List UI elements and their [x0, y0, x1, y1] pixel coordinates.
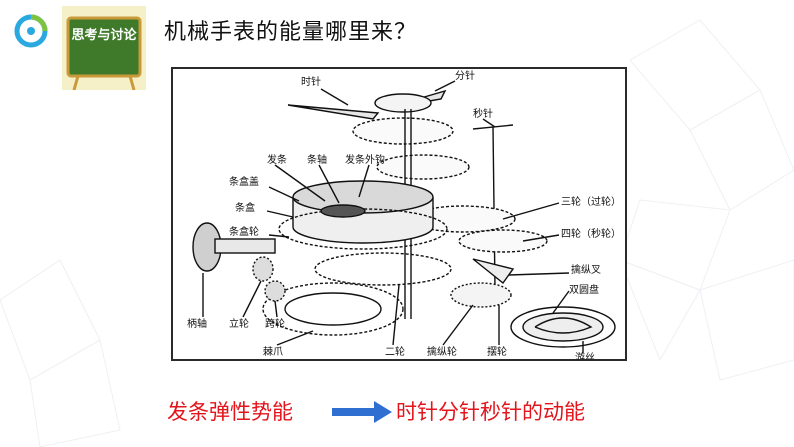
label-pallet-fork: 擒纵叉: [571, 263, 601, 276]
label-click: 棘爪: [263, 346, 283, 358]
label-barrel: 条盒: [235, 201, 255, 214]
label-hour-hand: 时针: [301, 75, 321, 88]
label-hairspring: 游丝: [575, 351, 595, 361]
energy-source-text: 发条弹性势能: [167, 400, 293, 424]
watch-gear-illustration: 时针 分针 秒针 发条 条轴 发条外钩 条盒盖 条盒 条盒轮 三轮（过轮） 四轮…: [187, 69, 621, 361]
label-barrel-cover: 条盒盖: [229, 175, 259, 188]
label-barrel-wheel: 条盒轮: [229, 225, 259, 238]
label-fourth-wheel: 四轮（秒轮）: [561, 227, 621, 240]
label-second-wheel: 二轮: [385, 345, 405, 358]
label-mainspring-hook: 发条外钩: [345, 153, 385, 166]
label-barrel-arbor: 条轴: [307, 153, 327, 166]
energy-result-text: 时针分针秒针的动能: [396, 400, 585, 424]
label-ratchet-wheel: 跨轮: [265, 317, 285, 330]
label-double-roller: 双圆盘: [569, 283, 599, 296]
label-winding-pinion: 立轮: [229, 317, 249, 330]
think-discuss-badge: 思考与讨论: [62, 6, 146, 91]
page-title: 机械手表的能量哪里来？: [164, 20, 418, 45]
chalkboard-icon: [62, 6, 146, 91]
label-escape-wheel: 擒纵轮: [427, 345, 457, 358]
label-minute-hand: 分针: [455, 69, 475, 82]
brand-logo-icon: [14, 14, 48, 48]
label-second-hand: 秒针: [473, 107, 493, 120]
label-third-wheel: 三轮（过轮）: [561, 195, 621, 208]
label-balance-wheel: 摆轮: [487, 345, 507, 358]
badge-text: 思考与讨论: [71, 28, 137, 43]
arrow-right-icon: [332, 401, 392, 423]
label-mainspring: 发条: [267, 153, 287, 166]
label-stem: 柄轴: [187, 317, 207, 330]
watch-mechanism-diagram: 时针 分针 秒针 发条 条轴 发条外钩 条盒盖 条盒 条盒轮 三轮（过轮） 四轮…: [171, 67, 627, 361]
